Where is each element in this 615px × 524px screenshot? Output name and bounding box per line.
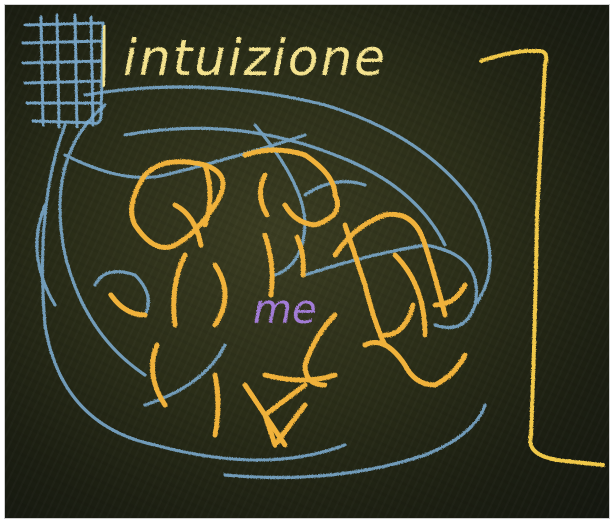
- title-word-intuizione: intuizione: [103, 27, 387, 87]
- blue-loops: [37, 87, 490, 478]
- chalkboard: intuizione: [5, 5, 609, 518]
- center-word-me: me: [253, 287, 317, 333]
- blue-grid-sketch: [23, 15, 103, 127]
- image-frame: intuizione: [4, 4, 610, 519]
- chalk-drawing: intuizione: [5, 5, 609, 518]
- right-bracket: [481, 51, 603, 465]
- title-text: intuizione: [123, 29, 387, 87]
